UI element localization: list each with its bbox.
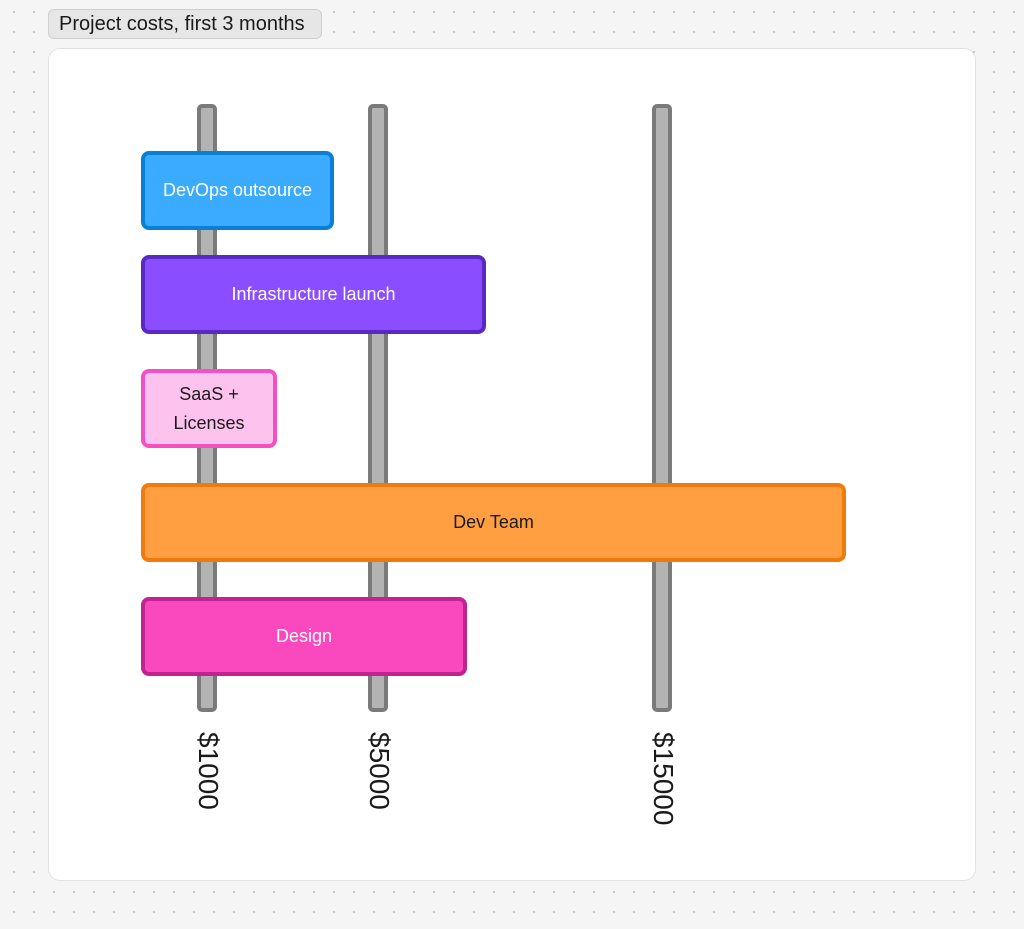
axis-bar-15000 xyxy=(652,104,672,712)
cost-bar-label: Dev Team xyxy=(453,512,534,532)
cost-diagram-frame: $1000 $5000 $15000 DevOps outsource Infr… xyxy=(48,48,976,881)
cost-bar-infrastructure-launch[interactable]: Infrastructure launch xyxy=(141,255,486,334)
cost-bar-label: Infrastructure launch xyxy=(231,284,396,304)
cost-bar-label: Design xyxy=(275,626,333,646)
cost-bar-dev-team[interactable]: Dev Team xyxy=(141,483,846,562)
cost-bar-label: SaaS + Licenses xyxy=(173,383,245,433)
axis-label-15000: $15000 xyxy=(648,732,679,826)
cost-bar-devops-outsource[interactable]: DevOps outsource xyxy=(141,151,334,230)
axis-label-1000: $1000 xyxy=(193,732,224,810)
cost-bar-saas-licenses[interactable]: SaaS + Licenses xyxy=(141,369,277,448)
axis-label-5000: $5000 xyxy=(364,732,395,810)
frame-title[interactable]: Project costs, first 3 months xyxy=(48,9,322,39)
cost-bar-label: DevOps outsource xyxy=(162,180,313,200)
cost-bar-design[interactable]: Design xyxy=(141,597,467,676)
